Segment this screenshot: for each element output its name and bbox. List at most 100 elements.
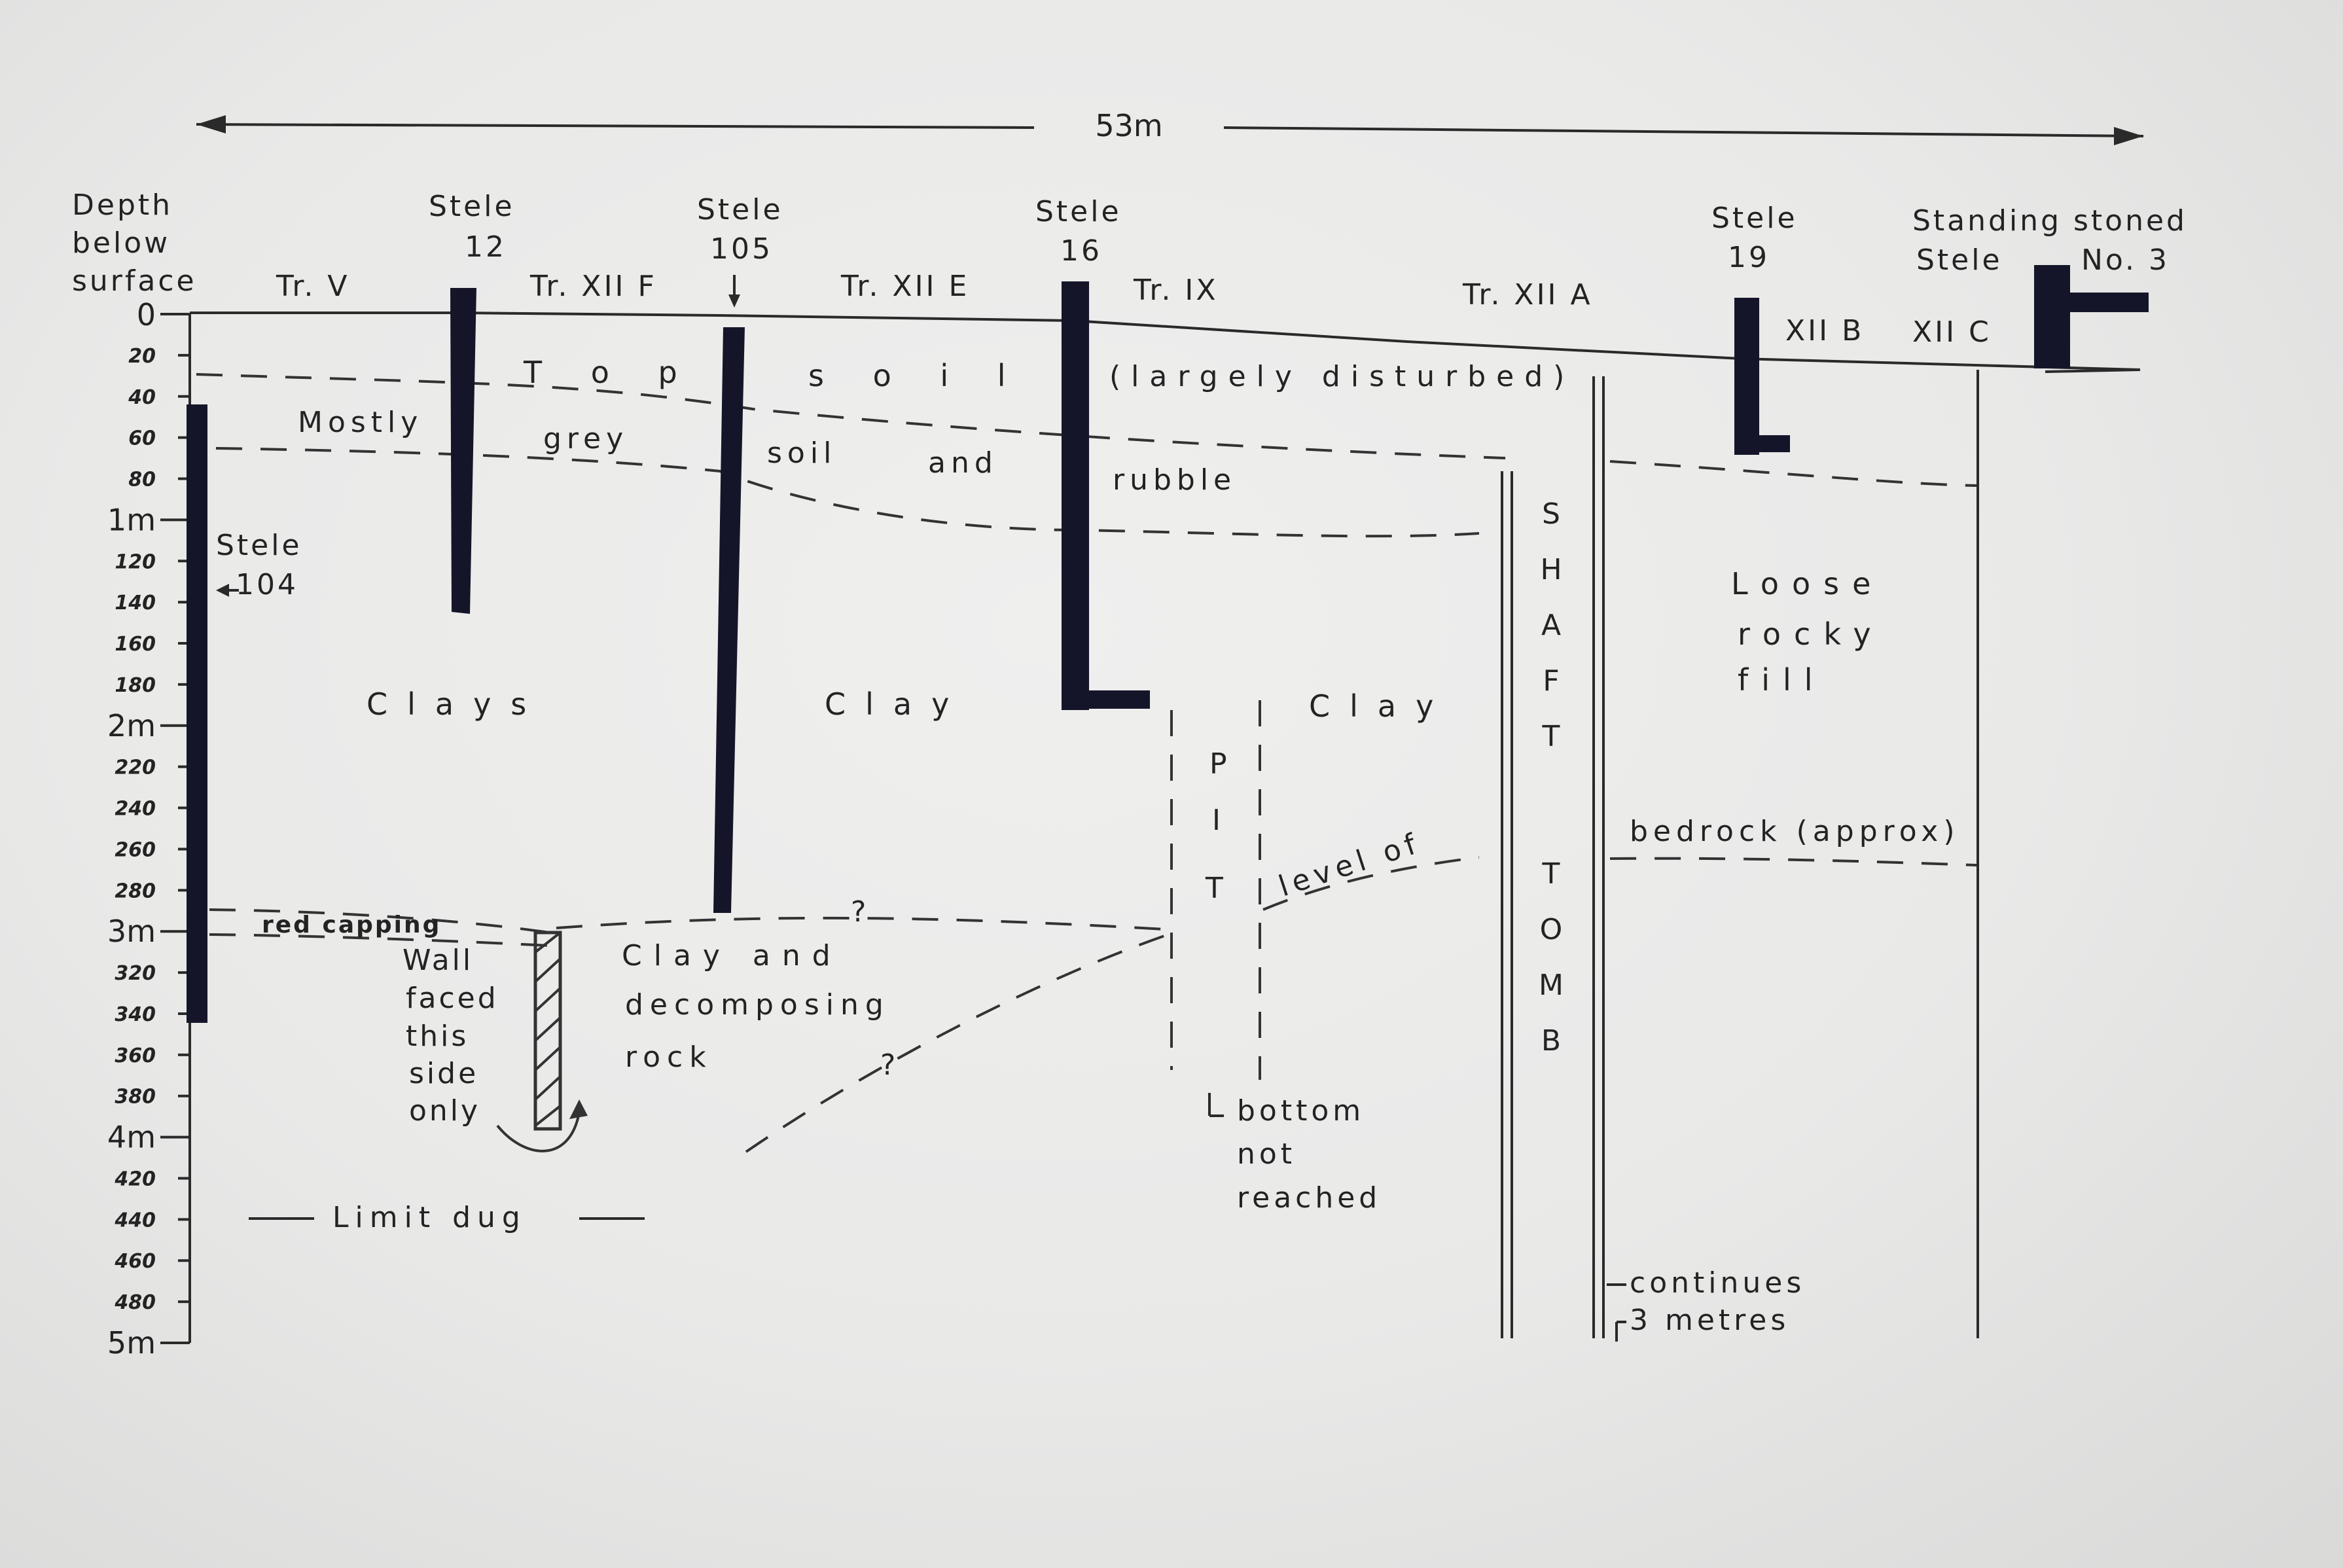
trench-ix: Tr. IX (1133, 274, 1219, 307)
clays-label: Clays (367, 686, 546, 722)
pit-letter-t: T (1205, 872, 1226, 905)
minor-tick-label: 380 (115, 1086, 156, 1109)
pit-letter-i: I (1212, 804, 1223, 837)
minor-ticks: 2040608012014016018022024026028032034036… (114, 345, 190, 1314)
stele-104-number: 104 (236, 568, 298, 601)
slope-boundary (745, 933, 1169, 1153)
stele-105-number: 105 (710, 232, 773, 266)
topsoil-word-2: s o i l (808, 358, 1026, 393)
minor-tick-label: 180 (115, 674, 156, 697)
minor-tick-label: 160 (115, 633, 156, 656)
trench-xii-a: Tr. XII A (1462, 278, 1593, 312)
loose-fill-2: rocky (1738, 616, 1884, 652)
standing-stone-stele: Stele (1916, 243, 2003, 277)
major-tick-label: 2m (107, 708, 156, 743)
standing-stone-number: No. 3 (2081, 243, 2170, 277)
wall-note-5: only (409, 1094, 480, 1128)
depth-title-2: below (72, 226, 170, 260)
minor-tick-label: 480 (114, 1291, 156, 1314)
tomb-letter: M (1539, 969, 1566, 1002)
grey-word-4: and (928, 446, 998, 480)
rubble-boundary (215, 447, 1480, 538)
tomb-letter: T (1542, 857, 1563, 891)
minor-tick-label: 440 (114, 1209, 156, 1232)
trench-xii-f: Tr. XII F (529, 270, 657, 303)
continues-note-2: 3 metres (1630, 1304, 1789, 1337)
stele-105-arrow (728, 294, 740, 308)
stele-105-bar (713, 327, 745, 913)
loose-fill-1: Loose (1731, 566, 1884, 601)
major-ticks: 1m 2m 3m 4m 5m (107, 502, 190, 1361)
stele-104-bar (187, 404, 207, 1023)
stele-12-bar (450, 288, 476, 614)
continues-note-1: continues (1630, 1266, 1805, 1300)
wall-note-2: faced (406, 982, 499, 1015)
question-mark-2: ? (880, 1048, 898, 1082)
topsoil-boundary (196, 373, 1506, 459)
clay-rock-boundary (556, 916, 1166, 931)
stele-16-label: Stele (1035, 195, 1122, 228)
minor-tick-label: 120 (115, 550, 156, 573)
shaft-letter: S (1542, 497, 1563, 531)
width-label: 53m (1095, 108, 1162, 143)
major-tick-label: 5m (107, 1325, 156, 1361)
bedrock-line (1609, 857, 1977, 866)
minor-tick-label: 420 (114, 1167, 156, 1190)
minor-tick-label: 40 (128, 386, 156, 409)
minor-tick-label: 460 (114, 1250, 156, 1273)
tomb-letter: O (1540, 913, 1565, 946)
stele-104-arrow (216, 584, 229, 597)
clay-decomp-1: Clay and (622, 939, 842, 972)
minor-tick-label: 340 (115, 1003, 156, 1026)
red-capping-line-2 (209, 933, 550, 947)
width-arrow: 53m (196, 108, 2144, 145)
grey-word-2: grey (543, 422, 628, 455)
trench-v: Tr. V (276, 270, 350, 303)
grey-word-5: rubble (1113, 463, 1236, 497)
stele-19-label: Stele (1711, 202, 1798, 235)
minor-tick-label: 280 (115, 880, 156, 902)
wall-note-4: side (409, 1057, 478, 1090)
stele-12-number: 12 (465, 230, 507, 264)
topsoil-boundary-right (1609, 460, 1977, 487)
minor-tick-label: 80 (128, 469, 156, 491)
stele-19-bar (1734, 298, 1790, 455)
depth-zero: 0 (137, 297, 156, 332)
major-tick-label: 4m (107, 1120, 156, 1155)
limit-dug-label: Limit dug (332, 1201, 527, 1234)
clay-right-label: Clay (1309, 688, 1453, 724)
loose-fill-3: fill (1738, 662, 1826, 698)
tomb-letter: B (1541, 1024, 1564, 1058)
major-tick-label: 3m (107, 914, 156, 949)
trench-xii-c: XII C (1912, 315, 1992, 349)
question-mark-1: ? (851, 895, 868, 929)
bedrock-label: bedrock (approx) (1630, 815, 1960, 848)
red-capping-label: red capping (262, 912, 441, 938)
stele-16-bar (1062, 281, 1150, 710)
stele-19-number: 19 (1728, 241, 1770, 274)
standing-stone-bar (2034, 265, 2149, 368)
wall-note-1: Wall (402, 944, 473, 977)
minor-tick-label: 140 (115, 592, 156, 615)
minor-tick-label: 360 (115, 1044, 156, 1067)
wall-hatching (496, 931, 588, 1152)
clay-decomp-3: rock (625, 1041, 713, 1074)
bottom-note-3: reached (1237, 1181, 1381, 1215)
stele-105-label: Stele (697, 193, 783, 226)
minor-tick-label: 320 (115, 962, 156, 985)
bottom-note-2: not (1237, 1137, 1296, 1171)
shaft-tomb-walls (1501, 376, 1605, 1338)
clay-mid-label: Clay (825, 686, 969, 722)
clay-decomp-2: decomposing (625, 988, 890, 1022)
shaft-letter: F (1543, 664, 1562, 698)
standing-stone-label: Standing stoned (1912, 204, 2187, 238)
major-tick-label: 1m (107, 502, 156, 537)
minor-tick-label: 260 (115, 838, 156, 861)
minor-tick-label: 220 (115, 757, 156, 779)
topsoil-word-1: T o p (523, 355, 697, 390)
stele-12-label: Stele (429, 190, 515, 223)
shaft-letter: A (1541, 609, 1564, 642)
